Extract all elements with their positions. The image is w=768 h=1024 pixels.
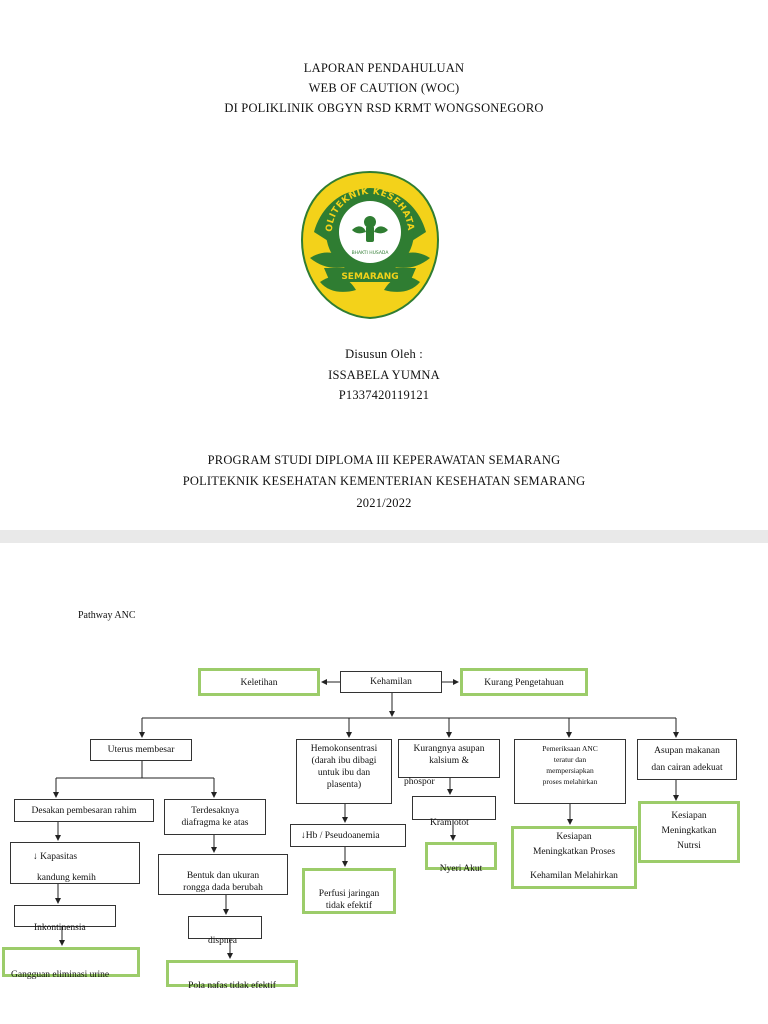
report-title-line2: WEB OF CAUTION (WOC)	[308, 81, 460, 95]
pemeriksaan-anc-box: Pemeriksaan ANC teratur dan mempersiapka…	[514, 739, 626, 804]
inkontinensia-text: Inkontinensia	[34, 923, 86, 933]
kesiapan-proses-line3: Kehamilan Melahirkan	[530, 871, 618, 881]
pola-nafas-box: Pola nafas tidak efektif	[166, 960, 298, 991]
bentuk-line2: rongga dada berubah	[183, 883, 263, 893]
cover-page: LAPORAN PENDAHULUAN WEB OF CAUTION (WOC)…	[0, 0, 768, 530]
author-name: ISSABELA YUMNA	[328, 368, 440, 382]
nyeri-akut-box: Nyeri Akut	[425, 842, 497, 874]
perfusi-line1: Perfusi jaringan	[318, 889, 380, 899]
author-id: P1337420119121	[338, 388, 430, 402]
kurang-pengetahuan-label: Kurang Pengetahuan	[484, 678, 564, 688]
logo-banner-text: SEMARANG	[341, 272, 398, 282]
asupan-makanan-box: Asupan makanan dan cairan adekuat	[637, 739, 737, 780]
author-label: Disusun Oleh :	[345, 347, 423, 361]
logo-motto: BHAKTI HUSADA	[352, 250, 390, 256]
kapasitas-line1: ↓ Kapasitas	[33, 852, 78, 862]
terdesak-line2: diafragma ke atas	[181, 818, 249, 828]
uterus-box: Uterus membesar	[90, 739, 192, 761]
hemokonsentrasi-box: Hemokonsentrasi (darah ibu dibagi untuk …	[296, 739, 392, 804]
report-title-line3: DI POLIKLINIK OBGYN RSD KRMT WONGSONEGOR…	[224, 101, 544, 115]
pemeriksaan-line4: proses melahirkan	[542, 777, 598, 786]
hemo-line1: Hemokonsentrasi	[310, 744, 378, 754]
kurang-pengetahuan-box: Kurang Pengetahuan	[460, 668, 588, 696]
keletihan-label: Keletihan	[240, 678, 278, 688]
kurangnya-line1: Kurangnya asupan	[413, 744, 485, 754]
kehamilan-box: Kehamilan	[340, 671, 442, 693]
hemo-line2: (darah ibu dibagi	[311, 756, 377, 766]
pemeriksaan-line1: Pemeriksaan ANC	[542, 744, 598, 753]
asupan-line2: dan cairan adekuat	[651, 763, 723, 773]
kram-box	[412, 796, 496, 820]
kesiapan-proses-line2: Meningkatkan Proses	[532, 847, 616, 857]
gangguan-eliminasi-label: Gangguan eliminasi urine	[11, 970, 110, 980]
dispnea-text: dispnea	[208, 936, 238, 946]
kesiapan-proses-box: Kesiapan Meningkatkan Proses Kehamilan M…	[511, 826, 637, 889]
inkontinensia-box	[14, 905, 116, 927]
pemeriksaan-line3: mempersiapkan	[546, 766, 594, 775]
gangguan-eliminasi-box: Gangguan eliminasi urine	[2, 947, 140, 980]
kurangnya-line2: kalsium &	[429, 756, 469, 766]
dispnea-box	[188, 916, 262, 939]
kapasitas-box: ↓ Kapasitas kandung kemih	[10, 842, 140, 884]
pathway-title: Pathway ANC	[78, 610, 136, 621]
kesiapan-nutrisi-box: Kesiapan Meningkatkan Nutrsi	[638, 801, 740, 863]
kapasitas-line2: kandung kemih	[37, 873, 96, 883]
kram-text: Kram otot	[430, 818, 469, 828]
institution-line2: POLITEKNIK KESEHATAN KEMENTERIAN KESEHAT…	[182, 474, 586, 488]
bentuk-box: Bentuk dan ukuran rongga dada berubah	[158, 854, 288, 895]
kurangnya-asupan-box: Kurangnya asupan kalsium &	[398, 739, 500, 778]
pola-nafas-label: Pola nafas tidak efektif	[188, 981, 276, 991]
kesiapan-proses-line1: Kesiapan	[556, 832, 592, 842]
hb-label: ↓Hb / Pseudoanemia	[301, 831, 380, 841]
desakan-label: Desakan pembesaran rahim	[31, 806, 137, 816]
phospor-text: phospor	[404, 777, 435, 787]
hemo-line4: plasenta)	[326, 780, 362, 790]
kesiapan-nutrisi-line2: Meningkatkan	[661, 826, 717, 836]
uterus-label: Uterus membesar	[107, 745, 175, 755]
kesiapan-nutrisi-line3: Nutrsi	[677, 841, 701, 851]
keletihan-box: Keletihan	[198, 668, 320, 696]
bentuk-line1: Bentuk dan ukuran	[186, 871, 260, 881]
academic-year: 2021/2022	[356, 496, 412, 510]
terdesak-line1: Terdesaknya	[191, 806, 239, 816]
terdesaknya-box: Terdesaknya diafragma ke atas	[164, 799, 266, 835]
kesiapan-nutrisi-line1: Kesiapan	[671, 811, 707, 821]
perfusi-box: Perfusi jaringan tidak efektif	[302, 868, 396, 914]
kehamilan-label: Kehamilan	[370, 677, 412, 687]
report-title-line1: LAPORAN PENDAHULUAN	[303, 61, 465, 75]
institution-line1: PROGRAM STUDI DIPLOMA III KEPERAWATAN SE…	[207, 453, 561, 467]
desakan-box: Desakan pembesaran rahim	[14, 799, 154, 822]
hb-box: ↓Hb / Pseudoanemia	[290, 824, 406, 847]
asupan-line1: Asupan makanan	[654, 746, 720, 756]
hemo-line3: untuk ibu dan	[317, 768, 371, 778]
nyeri-akut-label: Nyeri Akut	[439, 864, 483, 874]
poltekkes-logo: POLITEKNIK KESEHATAN BHAKTI HUSADA SEMAR…	[296, 163, 440, 320]
perfusi-line2: tidak efektif	[325, 901, 373, 911]
pemeriksaan-line2: teratur dan	[553, 755, 587, 764]
